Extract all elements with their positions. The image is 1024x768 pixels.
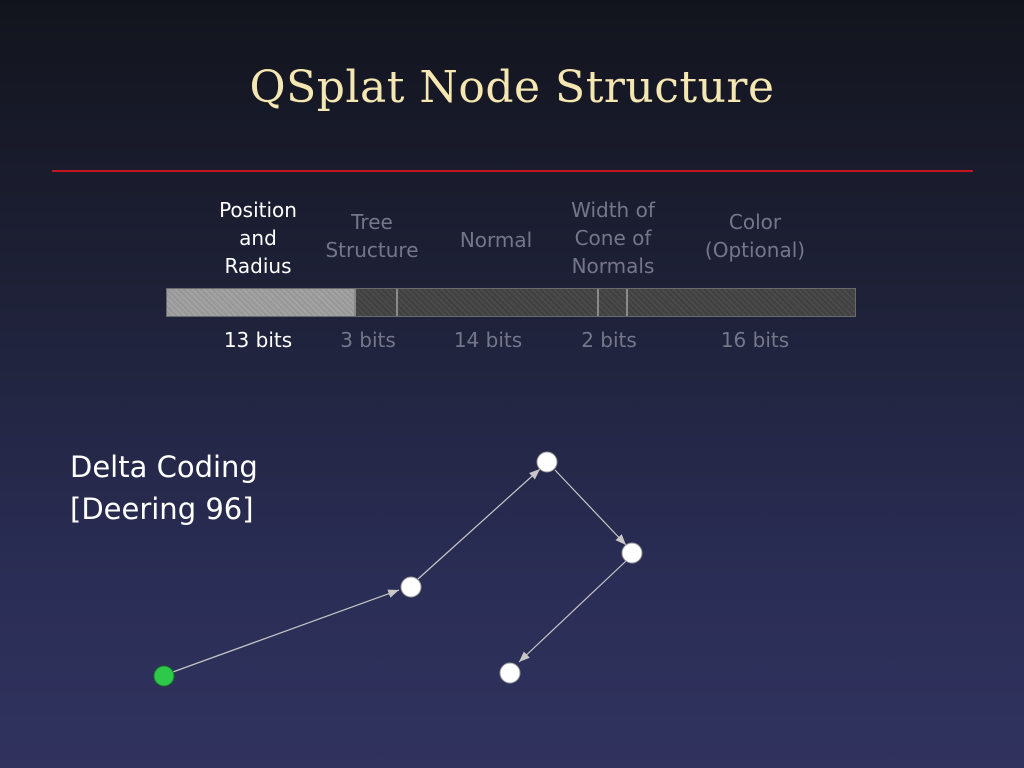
bar-divider-4 [626, 289, 628, 316]
bar-divider-2 [396, 289, 398, 316]
delta-coding-label: Delta Coding [Deering 96] [70, 446, 258, 530]
edge-node2-to-node3 [554, 469, 627, 546]
node-1 [400, 576, 422, 598]
bits-color: 16 bits [720, 328, 790, 352]
field-label-cone-width: Width of Cone of Normals [571, 198, 655, 278]
slide-title: QSplat Node Structure [249, 62, 775, 113]
field-label-color: Color (Optional) [704, 210, 806, 262]
bar-segment-position-radius [167, 289, 354, 316]
bar-divider-3 [597, 289, 599, 316]
field-label-normal: Normal [459, 228, 533, 252]
node-2 [536, 451, 558, 473]
bits-normal: 14 bits [453, 328, 523, 352]
bits-position-radius: 13 bits [223, 328, 293, 352]
field-label-tree-structure: Tree Structure [325, 210, 419, 262]
edge-node1-to-node2 [417, 468, 541, 580]
edge-node3-to-node4 [518, 560, 627, 663]
bar-divider-1 [354, 289, 356, 316]
node-4 [499, 662, 521, 684]
bit-layout-bar [166, 288, 856, 317]
bits-cone-width: 2 bits [581, 328, 637, 352]
start-node [153, 665, 175, 687]
field-label-position-radius: Position and Radius [219, 198, 297, 278]
title-divider [52, 170, 973, 172]
node-3 [621, 542, 643, 564]
edge-start-to-node1 [169, 589, 400, 674]
delta-coding-citation: [Deering 96] [70, 492, 254, 526]
bits-tree-structure: 3 bits [340, 328, 396, 352]
delta-coding-title: Delta Coding [70, 450, 258, 484]
